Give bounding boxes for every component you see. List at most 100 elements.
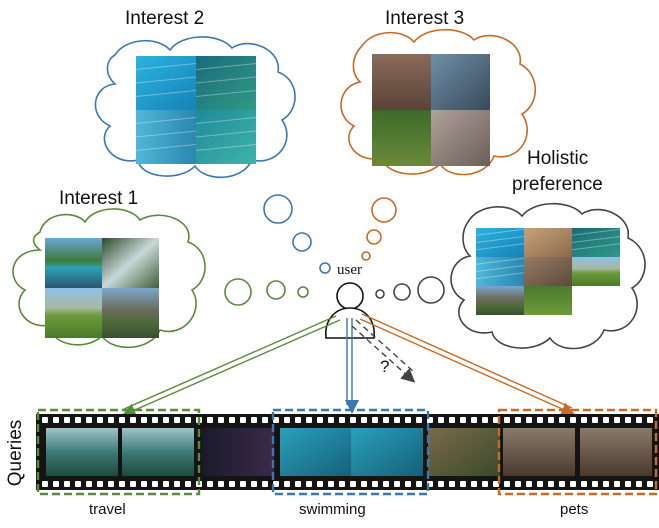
swimming-label: swimming	[299, 501, 366, 518]
film-sprocket-hole	[108, 417, 114, 423]
film-sprocket-hole	[614, 481, 620, 487]
film-sprocket-hole	[581, 481, 587, 487]
lane-line	[135, 63, 197, 70]
interest-1-image-grid	[45, 238, 159, 338]
film-sprocket-hole	[460, 417, 466, 423]
film-sprocket-hole	[482, 417, 488, 423]
meadow-image	[45, 288, 102, 338]
film-sprocket-hole	[383, 417, 389, 423]
film-sprocket-hole	[570, 417, 576, 423]
film-sprocket-hole	[163, 481, 169, 487]
lane-line	[135, 90, 197, 97]
film-sprocket-hole	[130, 481, 136, 487]
film-sprocket-hole	[86, 417, 92, 423]
film-sprocket-hole	[240, 417, 246, 423]
film-sprocket-hole	[537, 417, 543, 423]
frame-forest-image	[46, 428, 118, 476]
film-sprocket-hole	[97, 481, 103, 487]
film-sprocket-hole	[306, 417, 312, 423]
film-sprocket-hole	[207, 481, 213, 487]
film-sprocket-hole	[625, 481, 631, 487]
arrow-to-swimming	[345, 318, 359, 414]
film-sprocket-hole	[581, 417, 587, 423]
film-strip	[36, 414, 659, 490]
lane-line	[135, 144, 197, 151]
film-sprocket-hole	[394, 481, 400, 487]
frame-swim-image	[280, 428, 352, 476]
user-label: user	[337, 262, 362, 278]
puppy-ice-cream-image	[372, 110, 431, 166]
lane-line	[475, 236, 525, 243]
lane-line	[135, 130, 197, 138]
corgi-image	[372, 54, 431, 110]
user-icon	[325, 282, 375, 339]
film-sprocket-hole	[328, 417, 334, 423]
film-sprocket-hole	[273, 481, 279, 487]
film-sprocket-hole	[64, 417, 70, 423]
interest-3-thought-bubbles	[361, 197, 397, 261]
lane-line	[571, 228, 621, 236]
film-sprocket-hole	[317, 481, 323, 487]
film-sprocket-hole	[350, 417, 356, 423]
lane-line	[195, 90, 257, 97]
film-sprocket-hole	[75, 417, 81, 423]
film-sprocket-hole	[361, 481, 367, 487]
film-sprocket-hole	[42, 417, 48, 423]
lane-line	[195, 63, 257, 70]
film-sprocket-hole	[86, 481, 92, 487]
film-sprocket-hole	[218, 417, 224, 423]
film-sprocket-hole	[152, 481, 158, 487]
husky-image	[431, 54, 490, 110]
queries-label: Queries	[5, 419, 26, 487]
swim-pool-image	[136, 56, 196, 110]
holistic-thought-bubbles	[375, 276, 445, 304]
film-sprocket-hole	[240, 481, 246, 487]
film-sprocket-hole	[163, 417, 169, 423]
film-sprocket-hole	[471, 417, 477, 423]
film-frames	[46, 428, 652, 476]
swim-pool-image	[476, 228, 524, 257]
frame-pets-image	[580, 428, 652, 476]
lane-line	[135, 76, 197, 84]
film-sprocket-hole	[108, 481, 114, 487]
film-sprocket-hole	[515, 481, 521, 487]
lake-image	[45, 238, 102, 288]
film-sprocket-hole	[75, 481, 81, 487]
film-sprocket-hole	[482, 481, 488, 487]
film-sprocket-hole	[273, 417, 279, 423]
swim-race-image	[476, 257, 524, 286]
film-sprocket-hole	[493, 481, 499, 487]
travel-query-box	[36, 408, 201, 496]
film-sprocket-hole	[526, 417, 532, 423]
film-sprocket-hole	[493, 417, 499, 423]
film-sprocket-hole	[53, 417, 59, 423]
film-sprocket-hole	[438, 481, 444, 487]
film-sprocket-hole	[592, 481, 598, 487]
swim-lanes-image	[196, 56, 256, 110]
film-sprocket-hole	[185, 481, 191, 487]
film-sprocket-hole	[174, 481, 180, 487]
valley-image	[476, 286, 524, 315]
swim-race-image	[136, 110, 196, 164]
frame-dance-image	[202, 428, 274, 476]
film-sprocket-hole	[603, 481, 609, 487]
film-sprocket-hole	[317, 417, 323, 423]
film-sprocket-hole	[339, 481, 345, 487]
film-sprocket-hole	[405, 481, 411, 487]
film-sprocket-hole	[515, 417, 521, 423]
lane-line	[475, 272, 525, 280]
film-sprocket-hole	[537, 481, 543, 487]
film-sprocket-hole	[570, 481, 576, 487]
cat-dog-image	[524, 228, 572, 257]
lane-line	[475, 265, 525, 272]
film-sprocket-hole	[141, 481, 147, 487]
film-sprocket-hole	[603, 417, 609, 423]
lane-line	[571, 236, 621, 243]
corgi-2-image	[431, 110, 490, 166]
interest-3-image-grid	[372, 54, 490, 166]
interest-3-label: Interest 3	[385, 8, 465, 29]
holistic-image-grid	[475, 228, 621, 315]
film-sprocket-hole	[449, 481, 455, 487]
frame-forest-image	[122, 428, 194, 476]
lane-line	[135, 117, 197, 124]
